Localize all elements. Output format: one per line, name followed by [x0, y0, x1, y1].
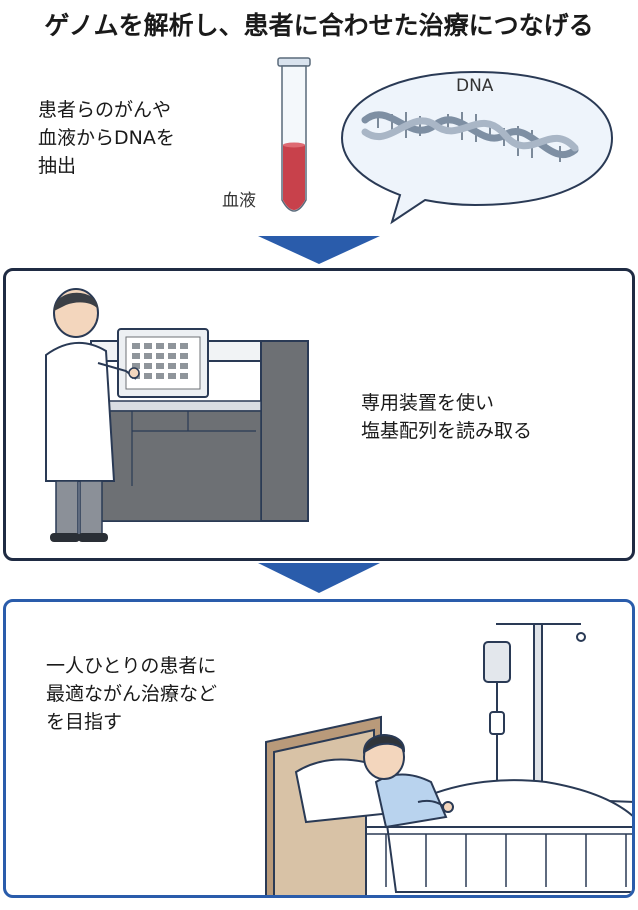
down-arrow-icon [258, 236, 380, 264]
step3-line: 一人ひとりの患者に [46, 655, 217, 677]
step3-panel: 一人ひとりの患者に 最適ながん治療など を目指す [3, 599, 635, 898]
dna-label: DNA [456, 76, 494, 96]
dna-icon [361, 111, 579, 162]
doctor-figure [45, 288, 140, 542]
step3-line: を目指す [46, 711, 123, 733]
patient-figure [362, 734, 454, 829]
step1-line: 抽出 [38, 155, 77, 177]
step1-illustration [258, 57, 614, 264]
step1-line: 血液からDNAを [38, 127, 175, 149]
step2-line: 塩基配列を読み取る [361, 420, 533, 442]
test-tube-icon [277, 57, 311, 212]
step1-text: 患者らのがんや 血液からDNAを 抽出 [38, 96, 175, 180]
page-title: ゲノムを解析し、患者に合わせた治療につなげる [44, 11, 594, 40]
hospital-bed-illustration [265, 623, 632, 895]
speech-bubble [340, 70, 614, 225]
step3-text: 一人ひとりの患者に 最適ながん治療など を目指す [46, 652, 217, 736]
step2-panel: 専用装置を使い 塩基配列を読み取る [3, 268, 635, 561]
step1-line: 患者らのがんや [38, 99, 172, 121]
step2-line: 専用装置を使い [361, 392, 495, 414]
blood-label: 血液 [222, 191, 256, 211]
step2-text: 専用装置を使い 塩基配列を読み取る [361, 389, 532, 445]
sequencer-illustration [45, 288, 309, 542]
down-arrow-icon [258, 563, 380, 593]
step3-line: 最適ながん治療など [46, 683, 218, 705]
